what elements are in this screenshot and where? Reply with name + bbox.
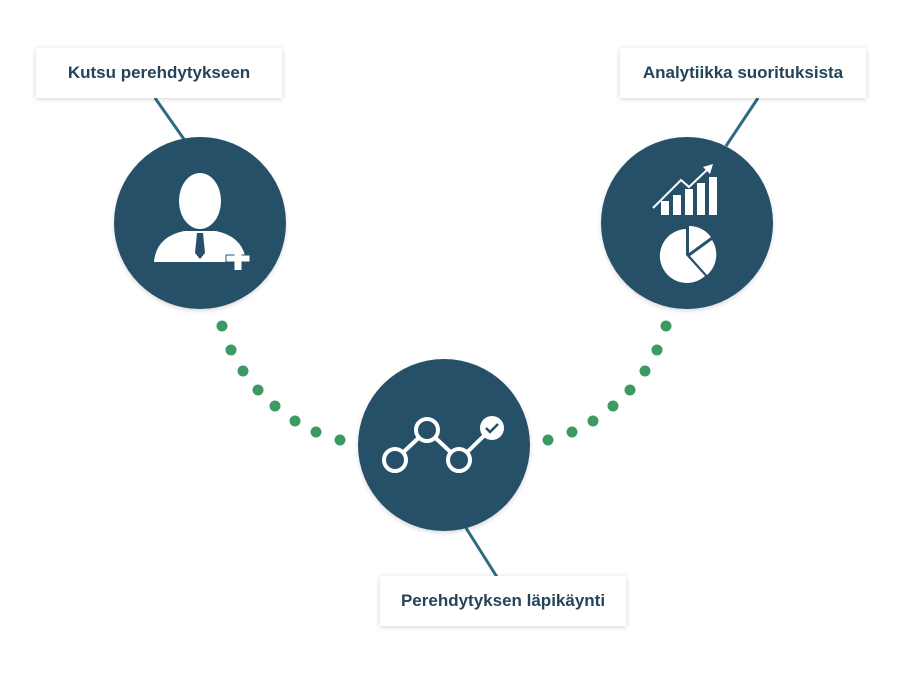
path-dot: [542, 434, 554, 446]
path-dot: [607, 400, 619, 412]
path-dot: [252, 384, 264, 396]
path-dot: [587, 415, 599, 427]
step-circle-walkthrough: [358, 359, 530, 531]
path-dot: [269, 400, 281, 412]
step-label-text: Analytiikka suorituksista: [642, 63, 844, 82]
path-dot: [624, 384, 636, 396]
path-dot: [216, 320, 228, 332]
user-add-icon: [154, 173, 251, 270]
path-dot: [289, 415, 301, 427]
connector-line-right: [724, 97, 760, 147]
path-dot: [225, 344, 237, 356]
path-dot: [660, 320, 672, 332]
step-label-text: Perehdytyksen läpikäynti: [400, 591, 606, 610]
step-label-analytics: Analytiikka suorituksista: [620, 48, 866, 98]
connector-line-bottom: [464, 527, 499, 578]
analytics-chart-icon: [652, 164, 717, 283]
step-circle-invite: [114, 137, 286, 309]
path-dot: [566, 426, 578, 438]
path-dot: [334, 434, 346, 446]
path-dot: [310, 426, 322, 438]
step-label-invite: Kutsu perehdytykseen: [36, 48, 282, 98]
dotted-path: [216, 320, 672, 446]
path-dot: [651, 344, 663, 356]
path-dot: [237, 365, 249, 377]
path-dot: [639, 365, 651, 377]
step-label-walkthrough: Perehdytyksen läpikäynti: [380, 576, 626, 626]
progress-path-check-icon: [382, 416, 504, 473]
step-label-text: Kutsu perehdytykseen: [67, 63, 251, 82]
connector-line-left: [153, 97, 188, 143]
step-circle-analytics: [601, 137, 773, 309]
